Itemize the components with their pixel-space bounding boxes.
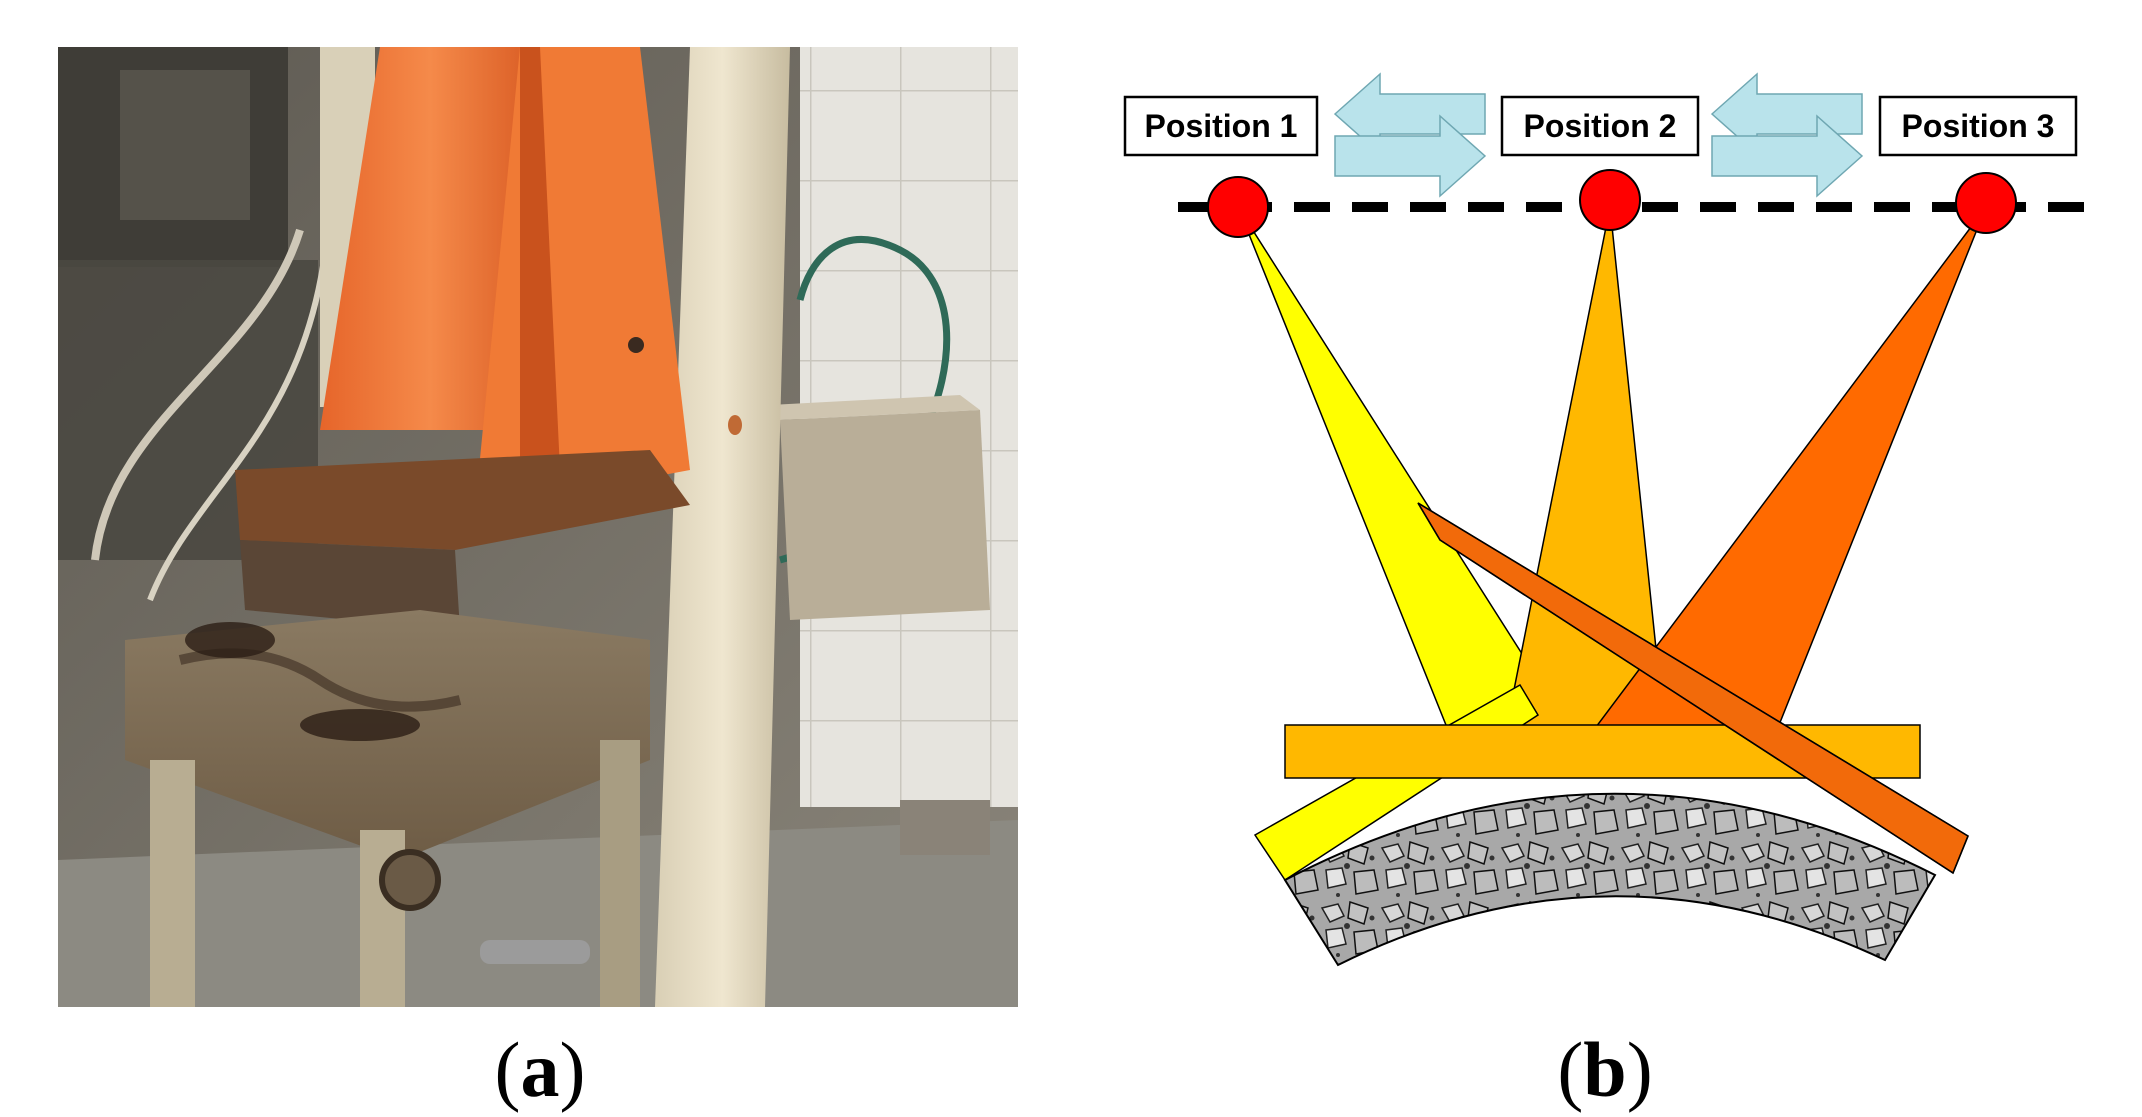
curved-specimen: [1283, 792, 1937, 967]
position-3-text: Position 3: [1902, 108, 2055, 144]
caption-b: (b): [1557, 1026, 1652, 1113]
position-2-text: Position 2: [1524, 108, 1677, 144]
panel-b-schematic: Position 1 Position 2 Position 3: [1123, 72, 2086, 967]
pivot-position-1: [1207, 176, 1269, 238]
position-label-3: Position 3: [1878, 95, 2078, 157]
position-label-1: Position 1: [1123, 95, 1319, 157]
position-label-2: Position 2: [1500, 95, 1700, 157]
pivot-position-2: [1579, 169, 1641, 231]
position-1-text: Position 1: [1145, 108, 1298, 144]
panel-a-photo: [58, 47, 1018, 1007]
swap-arrows-icon: [1710, 72, 1864, 198]
wedge-position-1: [1237, 206, 1547, 737]
caption-a: (a): [495, 1026, 586, 1113]
swap-arrows-icon: [1333, 72, 1487, 198]
pivot-position-3: [1955, 172, 2017, 234]
